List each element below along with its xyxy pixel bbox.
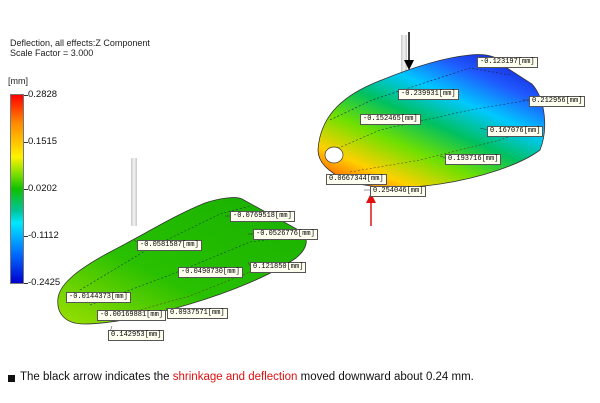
- legend-tick-max: 0.2828: [28, 89, 58, 100]
- legend-tick: 0.0202: [28, 183, 58, 194]
- deflection-label: -0.0490730[mm]: [178, 267, 243, 278]
- deflection-label: -0.123197[mm]: [477, 57, 538, 68]
- caption-area: The black arrow indicates the shrinkage …: [0, 360, 600, 403]
- legend-tick-mark: [24, 95, 28, 96]
- legend-tick-mark: [24, 236, 28, 237]
- deflection-label: -0.0581587[mm]: [137, 240, 202, 251]
- legend-tick-mark: [24, 283, 28, 284]
- part-models: [57, 32, 545, 333]
- bullet-square-icon: [8, 375, 15, 382]
- scale-factor: Scale Factor = 3.000: [10, 48, 94, 58]
- deflection-label: 0.142953[mm]: [108, 330, 165, 341]
- caption-text: The black arrow indicates the shrinkage …: [20, 371, 474, 383]
- deflection-label: 0.0667344[mm]: [326, 174, 387, 185]
- caption-text-end: moved downward about 0.24 mm.: [297, 371, 474, 383]
- caption-text-start: The black arrow indicates the: [20, 371, 173, 383]
- deflection-label: 0.254046[mm]: [370, 186, 427, 197]
- deflection-label: 0.193716[mm]: [445, 154, 502, 165]
- legend-tick: -0.1112: [28, 230, 59, 241]
- legend-tick-mark: [24, 189, 28, 190]
- gate-pin-right: [401, 35, 407, 77]
- caption-highlight: shrinkage and deflection: [172, 371, 298, 383]
- deflection-label: -0.152465[mm]: [360, 114, 421, 125]
- deflection-label: -0.0769518[mm]: [230, 211, 295, 222]
- deflection-label: 0.167076[mm]: [487, 126, 544, 137]
- deflection-label: -0.00169881[mm]: [97, 310, 167, 321]
- legend-tick: 0.1515: [28, 136, 58, 147]
- legend-tick-min: -0.2425: [28, 277, 61, 288]
- legend-tick-mark: [24, 142, 28, 143]
- deflection-label: 0.0937571[mm]: [167, 308, 228, 319]
- gate-pin-left: [131, 158, 137, 226]
- deflection-label: 0.121850[mm]: [250, 262, 307, 273]
- results-viewport[interactable]: Deflection, all effects:Z Component Scal…: [0, 0, 600, 360]
- color-scale-bar: [10, 94, 24, 284]
- deflection-label: -0.0526776[mm]: [253, 229, 318, 240]
- deflection-label: -0.239931[mm]: [398, 89, 459, 100]
- deflection-label: 0.212956[mm]: [529, 96, 586, 107]
- deflection-label: -0.0144373[mm]: [66, 292, 131, 303]
- legend-unit: [mm]: [8, 76, 28, 86]
- result-title: Deflection, all effects:Z Component: [10, 38, 150, 48]
